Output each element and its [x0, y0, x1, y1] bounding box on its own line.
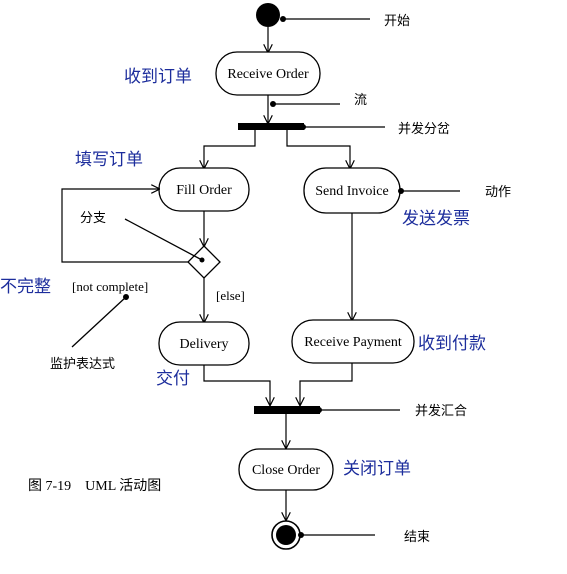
- fork-bar: [238, 123, 304, 130]
- cn-label-fill-order: 填写订单: [75, 150, 143, 170]
- action-annotation: 动作: [485, 185, 511, 200]
- cn-label-incomplete: 不完整: [0, 277, 51, 297]
- activity-delivery-label: Delivery: [180, 337, 229, 352]
- start-annotation: 开始: [384, 14, 410, 29]
- initial-node: [256, 3, 280, 27]
- activity-receive-payment-label: Receive Payment: [304, 335, 402, 350]
- branch-pointer-dot: [199, 257, 205, 263]
- join-bar: [254, 406, 320, 414]
- cn-label-send-invoice: 发送发票: [402, 209, 470, 229]
- activity-close-order-label: Close Order: [252, 463, 320, 478]
- guard-not-complete: [not complete]: [72, 279, 148, 294]
- branch-pointer-line: [124, 218, 203, 261]
- flow-annotation: 流: [354, 93, 367, 108]
- activity-send-invoice-label: Send Invoice: [315, 184, 388, 199]
- final-node-inner: [276, 525, 296, 545]
- branch-annotation: 分支: [80, 211, 106, 226]
- flow-fork-to-fill-order: [204, 130, 256, 168]
- flow-loop-not-complete: [61, 189, 188, 263]
- activity-receive-payment: [291, 319, 415, 364]
- flow-delivery-to-join: [203, 365, 270, 405]
- guard-else: [else]: [216, 288, 245, 303]
- join-annotation: 并发汇合: [415, 403, 467, 419]
- guard-pointer-line: [71, 296, 127, 348]
- activity-receive-order-label: Receive Order: [227, 67, 309, 82]
- cn-label-delivery: 交付: [156, 369, 190, 389]
- flow-receive-payment-to-join: [300, 363, 353, 405]
- figure-caption: 图 7-19 UML 活动图: [28, 478, 161, 494]
- fork-annotation: 并发分岔: [398, 121, 450, 137]
- end-annotation: 结束: [404, 530, 430, 545]
- decision-node: [187, 245, 221, 279]
- activity-fill-order-label: Fill Order: [176, 183, 232, 198]
- flow-fork-to-send-invoice: [286, 130, 350, 168]
- cn-label-receive-payment: 收到付款: [418, 334, 486, 354]
- guard-expression-annotation: 监护表达式: [50, 357, 115, 372]
- cn-label-close-order: 关闭订单: [343, 459, 411, 479]
- cn-label-receive-order: 收到订单: [124, 67, 192, 87]
